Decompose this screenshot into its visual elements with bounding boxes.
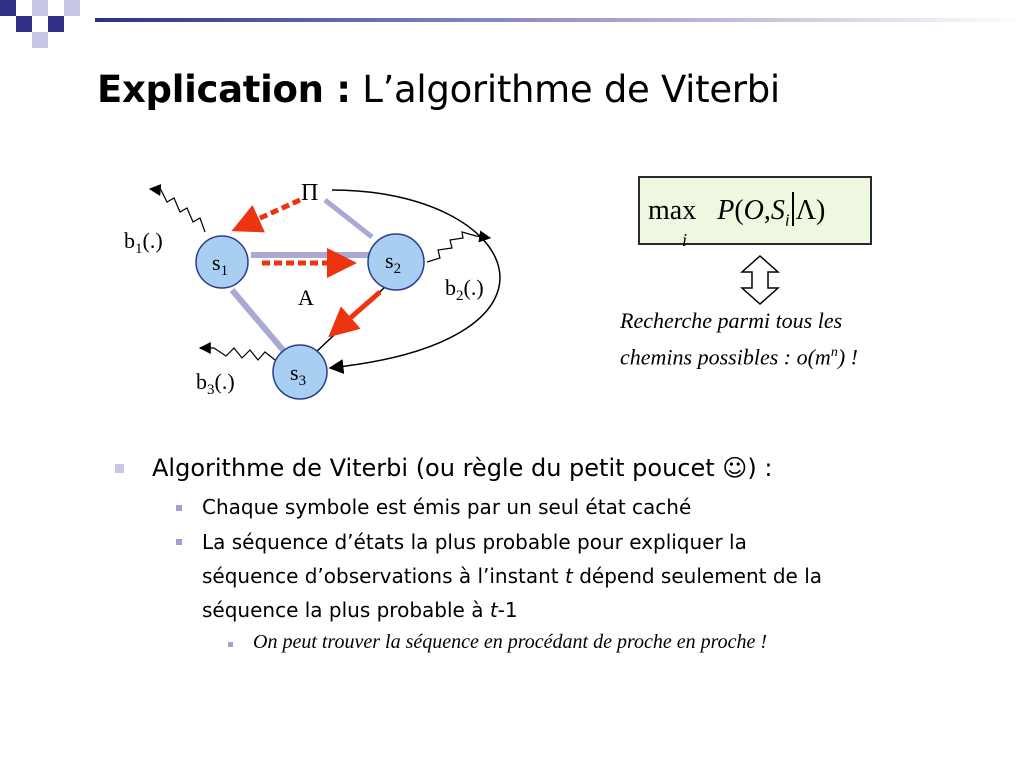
formula-comma: , bbox=[763, 195, 771, 226]
formula-open: ( bbox=[734, 195, 744, 226]
search-note-line2-pre: chemins possibles : o(m bbox=[620, 344, 831, 370]
bullet-line2-post: dépend seulement de la bbox=[572, 564, 823, 588]
state-s3-label: s3 bbox=[290, 360, 306, 389]
state-s2 bbox=[367, 233, 425, 291]
hmm-diagram: s1 s2 s3 Π A b1(.) b2(.) b3(.) bbox=[124, 180, 780, 400]
bullet-level3: On peut trouver la séquence en procédant… bbox=[253, 631, 768, 653]
bullet-marker-level3 bbox=[228, 642, 233, 647]
bullet-line2-t: t bbox=[565, 564, 573, 588]
emission-b2-wave bbox=[426, 230, 492, 263]
state-s1-label: s1 bbox=[212, 250, 228, 279]
pi-label: Π bbox=[301, 180, 318, 206]
formula-close: ) bbox=[815, 195, 826, 226]
bullet-line2-pre: séquence d’observations à l’instant bbox=[202, 564, 565, 588]
formula-max: max bbox=[648, 195, 697, 226]
search-note-line1: Recherche parmi tous les bbox=[620, 308, 843, 333]
state-s2-label: s2 bbox=[385, 248, 401, 277]
bullet-line3-post: -1 bbox=[497, 598, 518, 622]
emission-b2-label: b2(.) bbox=[445, 275, 484, 304]
bullet-level1: Algorithme de Viterbi (ou règle du petit… bbox=[152, 454, 773, 482]
search-note-line2: chemins possibles : o(mn) ! bbox=[620, 337, 858, 373]
emission-b3-label: b3(.) bbox=[196, 369, 235, 398]
viterbi-arrow-pi-s1 bbox=[231, 197, 302, 233]
bullet-line3-pre: séquence la plus probable à bbox=[202, 598, 490, 622]
slide-title-bold: Explication : bbox=[97, 68, 351, 111]
state-s1 bbox=[195, 235, 249, 289]
emission-b1-label: b1(.) bbox=[124, 228, 163, 257]
bullet-level2-item2-line1: La séquence d’états la plus probable pou… bbox=[202, 530, 747, 554]
state-s3 bbox=[272, 344, 328, 400]
formula-s: S bbox=[770, 195, 785, 226]
slide-corner-decoration bbox=[0, 0, 1024, 48]
viterbi-arrow-s2-s3 bbox=[328, 290, 382, 338]
double-arrow-icon bbox=[740, 254, 780, 306]
formula-s-sub: i bbox=[784, 210, 790, 230]
bullet-level2-item2: La séquence d’états la plus probable pou… bbox=[202, 525, 822, 627]
bullet-marker-level1 bbox=[115, 464, 124, 473]
transition-matrix-label: A bbox=[298, 285, 314, 310]
bullet-level2-item2-line2: séquence d’observations à l’instant t dé… bbox=[202, 559, 822, 593]
transition-s1-s3 bbox=[229, 288, 286, 352]
formula-lambda: Λ bbox=[795, 195, 816, 226]
bullet-marker-level2 bbox=[176, 505, 182, 511]
formula-o: O bbox=[743, 195, 764, 226]
search-note-line2-post: ) ! bbox=[837, 344, 858, 370]
transition-pi-s2 bbox=[323, 198, 374, 239]
formula-max-sub: i bbox=[682, 230, 688, 250]
emission-b3-wave bbox=[198, 342, 276, 361]
formula-p: P bbox=[717, 195, 735, 226]
bullet-level2-item2-line3: séquence la plus probable à t-1 bbox=[202, 593, 822, 627]
search-note: Recherche parmi tous les chemins possibl… bbox=[620, 305, 858, 373]
transition-s2-s3-loop bbox=[328, 189, 501, 375]
slide-title: Explication : L’algorithme de Viterbi bbox=[97, 68, 780, 111]
bullet-marker-level2 bbox=[176, 539, 182, 545]
bullet-level2-item1: Chaque symbole est émis par un seul état… bbox=[202, 495, 692, 519]
slide-title-rest: L’algorithme de Viterbi bbox=[350, 68, 780, 111]
emission-b1-wave bbox=[148, 184, 206, 233]
search-note-line2-sup: n bbox=[830, 345, 838, 360]
bullet-line3-t: t bbox=[489, 598, 498, 622]
formula-given-bar bbox=[791, 192, 794, 226]
